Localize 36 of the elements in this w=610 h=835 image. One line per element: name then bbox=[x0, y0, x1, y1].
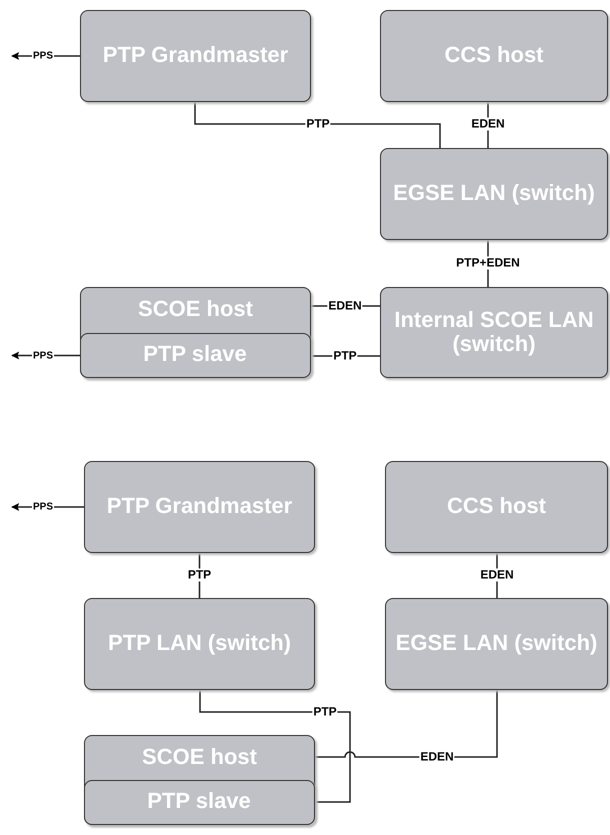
edge-label: EDEN bbox=[419, 750, 455, 764]
edge-label: EDEN bbox=[470, 118, 506, 130]
node-label: EGSE LAN (switch) bbox=[393, 181, 595, 206]
process-box bbox=[84, 735, 315, 825]
process-box bbox=[380, 10, 608, 102]
process-box bbox=[385, 598, 608, 690]
process-box bbox=[84, 598, 315, 690]
edge-label: PTP+EDEN bbox=[455, 256, 521, 270]
edge-label: EDEN bbox=[479, 568, 515, 582]
node-label: PTP slave bbox=[143, 342, 247, 367]
connector-line bbox=[194, 102, 441, 148]
node-label: CCS host bbox=[447, 494, 546, 519]
node-label: SCOE host bbox=[138, 297, 253, 322]
node-label: PTP slave bbox=[147, 789, 251, 814]
connector-line bbox=[199, 690, 351, 803]
node-label: PTP Grandmaster bbox=[102, 43, 288, 68]
edge-label: EDEN bbox=[327, 300, 363, 312]
process-box bbox=[84, 780, 314, 824]
node-label: SCOE host bbox=[142, 745, 257, 770]
edge-label: PTP bbox=[305, 118, 331, 130]
process-box bbox=[80, 287, 311, 378]
process-box bbox=[84, 461, 315, 553]
node-label: PTP LAN (switch) bbox=[108, 631, 291, 656]
edge-label: PPS bbox=[32, 349, 54, 362]
process-box bbox=[80, 332, 310, 378]
process-box bbox=[380, 287, 608, 378]
node-label: CCS host bbox=[444, 43, 544, 68]
node-label: EGSE LAN (switch) bbox=[396, 631, 598, 656]
node-label: PTP Grandmaster bbox=[106, 494, 292, 519]
process-box bbox=[80, 10, 311, 102]
edge-label: PTP bbox=[186, 568, 212, 582]
edge-label: PTP bbox=[312, 706, 338, 718]
node-label: Internal SCOE LAN (switch) bbox=[393, 308, 595, 356]
process-box bbox=[380, 148, 608, 240]
process-box bbox=[385, 461, 608, 553]
edge-label: PTP bbox=[332, 350, 358, 362]
